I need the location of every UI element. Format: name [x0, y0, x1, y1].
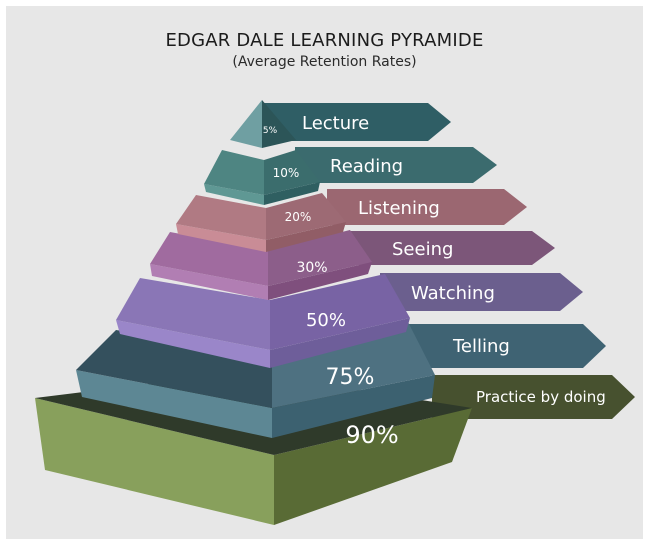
tier-telling — [76, 322, 435, 438]
arrow-banner-seeing — [347, 231, 555, 265]
tier-listening-shade — [176, 195, 266, 240]
tier-watching-right-face — [270, 318, 410, 368]
arrow-banner-watching — [380, 273, 583, 311]
tier-reading-left-face — [204, 184, 264, 205]
percent-seeing: 30% — [296, 260, 327, 276]
pyramid-tiers — [35, 100, 472, 525]
tier-watching-front — [270, 274, 410, 350]
label-reading: Reading — [330, 156, 403, 177]
label-listening: Listening — [358, 198, 440, 219]
tier-watching-shade — [116, 278, 270, 350]
diagram-subtitle: (Average Retention Rates) — [232, 54, 417, 70]
tier-watching-left-face — [116, 320, 270, 368]
arrow-banner-listening — [327, 189, 527, 225]
tier-telling-left-face — [76, 370, 272, 438]
tier-reading — [204, 150, 320, 205]
percent-watching: 50% — [306, 310, 346, 331]
tier-seeing-left-face — [150, 264, 268, 300]
tier-listening-left-face — [176, 224, 266, 252]
tier-reading-front — [264, 150, 320, 195]
arrow-banners — [262, 103, 635, 419]
tier-practice-right-face — [274, 408, 472, 525]
tier-listening-right-face — [266, 222, 346, 252]
arrow-banner-telling — [392, 324, 606, 368]
tier-lecture-right-face — [262, 100, 296, 148]
percent-labels: 5% 10% 20% 30% 50% 75% 90% — [263, 126, 399, 449]
diagram-title: EDGAR DALE LEARNING PYRAMIDE — [165, 30, 484, 51]
tier-lecture-left-face — [230, 100, 262, 148]
tier-practice-left-face — [35, 398, 274, 525]
percent-practice: 90% — [345, 421, 398, 449]
label-seeing: Seeing — [392, 239, 453, 260]
tier-watching — [116, 274, 410, 368]
level-labels: Lecture Reading Listening Seeing Watchin… — [302, 113, 606, 406]
label-watching: Watching — [411, 283, 495, 304]
percent-lecture: 5% — [263, 126, 278, 136]
tier-telling-right-face — [272, 375, 435, 438]
percent-listening: 20% — [285, 210, 312, 224]
tier-seeing-right-face — [268, 262, 372, 300]
label-lecture: Lecture — [302, 113, 369, 134]
percent-reading: 10% — [273, 166, 300, 180]
tier-listening — [176, 193, 346, 252]
arrow-banner-practice — [432, 375, 635, 419]
percent-telling: 75% — [326, 365, 375, 390]
tier-telling-front — [272, 322, 435, 408]
label-practice: Practice by doing — [476, 388, 606, 406]
arrow-banner-lecture — [262, 103, 451, 141]
tier-listening-front — [266, 193, 346, 240]
arrow-banner-reading — [295, 147, 497, 183]
label-telling: Telling — [452, 336, 510, 357]
tier-reading-shade — [204, 150, 264, 195]
tier-reading-right-face — [264, 182, 320, 205]
tier-lecture — [230, 100, 296, 148]
